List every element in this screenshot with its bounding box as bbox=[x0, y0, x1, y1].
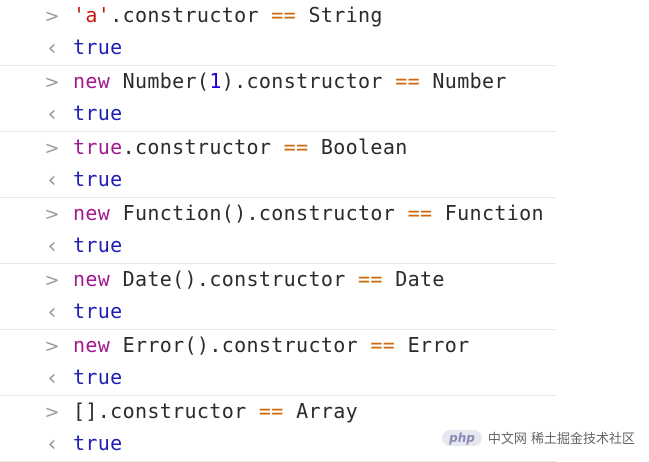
console-entry: > new Date().constructor == Date ‹ true bbox=[0, 264, 556, 330]
code-token: new bbox=[73, 333, 111, 357]
result-arrow-icon: ‹ bbox=[47, 299, 57, 325]
console-output-value: true bbox=[73, 299, 123, 323]
result-arrow-icon: ‹ bbox=[47, 35, 57, 61]
code-token: .constructor bbox=[110, 3, 272, 27]
console-input-code: true.constructor == Boolean bbox=[73, 132, 408, 164]
console-input-code: new Number(1).constructor == Number bbox=[73, 66, 507, 98]
console-input-code: 'a'.constructor == String bbox=[73, 0, 383, 32]
chevron-right-icon: > bbox=[44, 401, 60, 423]
result-arrow-icon: ‹ bbox=[47, 365, 57, 391]
console-output-value: true bbox=[73, 365, 123, 389]
code-token: .constructor bbox=[122, 135, 284, 159]
code-token: Function().constructor bbox=[110, 201, 408, 225]
console-entry: > new Error().constructor == Error ‹ true bbox=[0, 330, 556, 396]
console-output-line: ‹ true bbox=[0, 32, 556, 64]
code-token: new bbox=[73, 69, 111, 93]
code-token: Array bbox=[283, 399, 359, 423]
console-input-line[interactable]: > new Error().constructor == Error bbox=[0, 330, 556, 362]
console-input-line[interactable]: > new Date().constructor == Date bbox=[0, 264, 556, 296]
php-logo: php bbox=[442, 429, 482, 446]
console-entry: > new Number(1).constructor == Number ‹ tru… bbox=[0, 66, 556, 132]
result-arrow-icon: ‹ bbox=[47, 167, 57, 193]
console-output-value: true bbox=[73, 35, 123, 59]
console-output-line: ‹ true bbox=[0, 98, 556, 130]
console-output-line: ‹ true bbox=[0, 230, 556, 262]
code-token: String bbox=[296, 3, 383, 27]
console-input-line[interactable]: > new Function().constructor == Function bbox=[0, 198, 556, 230]
watermark-text: 中文网 稀土掘金技术社区 bbox=[487, 432, 635, 447]
code-token: Number( bbox=[110, 69, 210, 93]
console-input-code: new Function().constructor == Function bbox=[73, 198, 544, 230]
console-output-line: ‹ true bbox=[0, 296, 556, 328]
result-arrow-icon: ‹ bbox=[47, 101, 57, 127]
code-token: true bbox=[73, 135, 123, 159]
console-entry: > [].constructor == Array ‹ true bbox=[0, 396, 556, 462]
chevron-right-icon: > bbox=[44, 5, 60, 27]
console-output-line: ‹ true bbox=[0, 164, 556, 196]
code-token: new bbox=[73, 267, 111, 291]
code-token: new bbox=[73, 201, 111, 225]
console-output-value: true bbox=[73, 167, 123, 191]
code-token: Error bbox=[395, 333, 470, 357]
chevron-right-icon: > bbox=[44, 71, 60, 93]
console-input-line[interactable]: > 'a'.constructor == String bbox=[0, 0, 556, 32]
code-token: Date().constructor bbox=[110, 267, 359, 291]
result-arrow-icon: ‹ bbox=[47, 233, 57, 259]
code-token: == bbox=[271, 3, 297, 27]
code-token: Boolean bbox=[308, 135, 408, 159]
code-token: == bbox=[283, 135, 309, 159]
code-token: == bbox=[370, 333, 396, 357]
chevron-right-icon: > bbox=[44, 137, 60, 159]
chevron-right-icon: > bbox=[44, 203, 60, 225]
chevron-right-icon: > bbox=[44, 269, 60, 291]
code-token: 1 bbox=[209, 69, 222, 93]
code-token: ).constructor bbox=[221, 69, 396, 93]
chevron-right-icon: > bbox=[44, 335, 60, 357]
console-input-line[interactable]: > true.constructor == Boolean bbox=[0, 132, 556, 164]
console-output-line: ‹ true bbox=[0, 428, 556, 460]
console-output-line: ‹ true bbox=[0, 362, 556, 394]
console-input-code: [].constructor == Array bbox=[73, 396, 358, 428]
code-token: Date bbox=[382, 267, 445, 291]
code-token: Error().constructor bbox=[110, 333, 371, 357]
result-arrow-icon: ‹ bbox=[47, 431, 57, 457]
code-token: Function bbox=[432, 201, 544, 225]
console-output-value: true bbox=[73, 431, 123, 455]
console-input-line[interactable]: > new Number(1).constructor == Number bbox=[0, 66, 556, 98]
code-token: == bbox=[407, 201, 433, 225]
code-token: == bbox=[358, 267, 383, 291]
console-output-value: true bbox=[73, 101, 123, 125]
console-entry: > 'a'.constructor == String ‹ true bbox=[0, 0, 556, 66]
code-token: Number bbox=[420, 69, 507, 93]
console-input-code: new Error().constructor == Error bbox=[73, 330, 470, 362]
code-token: [].constructor bbox=[73, 399, 259, 423]
console-input-code: new Date().constructor == Date bbox=[73, 264, 445, 296]
console-entry: >true.constructor == Boolean‹true bbox=[0, 132, 556, 198]
console-input-line[interactable]: > [].constructor == Array bbox=[0, 396, 556, 428]
console-entry: >new Function().constructor == Function‹… bbox=[0, 198, 556, 264]
watermark: php 中文网 稀土掘金技术社区 bbox=[442, 428, 635, 447]
code-token: == bbox=[258, 399, 284, 423]
console-output-value: true bbox=[73, 233, 123, 257]
code-token: == bbox=[395, 69, 421, 93]
code-token: 'a' bbox=[73, 3, 111, 27]
